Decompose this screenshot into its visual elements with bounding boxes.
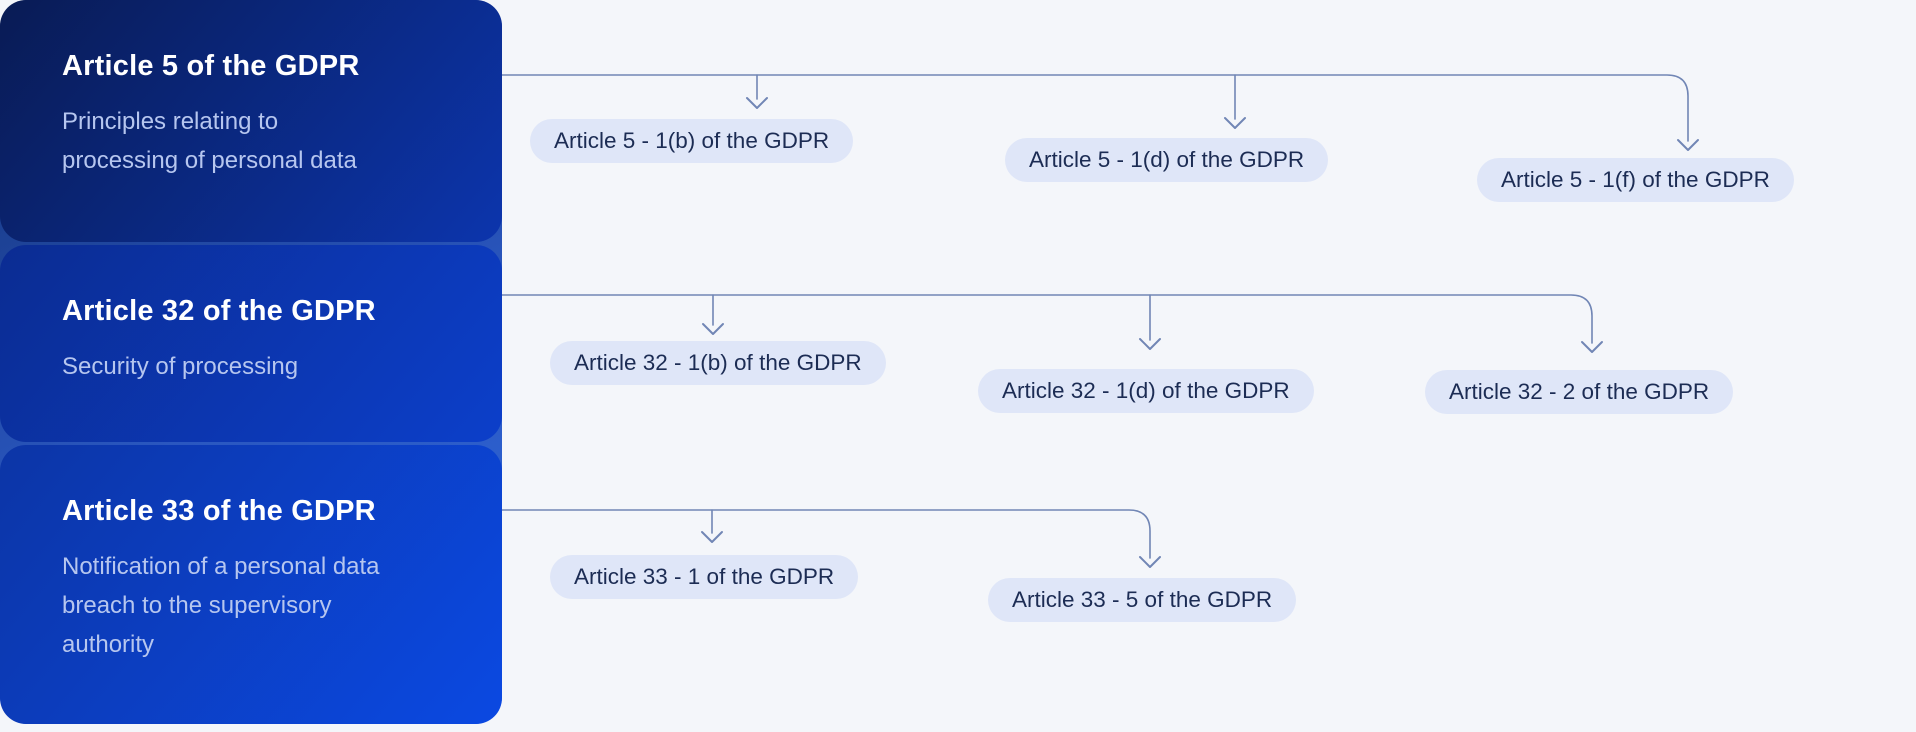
chip-article-33-5[interactable]: Article 33 - 5 of the GDPR — [988, 578, 1297, 622]
chip-article-33-1[interactable]: Article 33 - 1 of the GDPR — [550, 555, 859, 599]
arrowhead-row1-chip3-icon — [1677, 139, 1699, 151]
arrowhead-row2-chip1-icon — [702, 323, 724, 335]
card-title: Article 5 of the GDPR — [62, 50, 360, 82]
chip-article-32-1d[interactable]: Article 32 - 1(d) of the GDPR — [978, 369, 1314, 413]
card-subtitle: Security of processing — [62, 353, 299, 380]
card-subtitle: Notification of a personal data breach t… — [62, 553, 380, 658]
arrowhead-row1-chip2-icon — [1224, 117, 1246, 129]
chip-article-5-1d[interactable]: Article 5 - 1(d) of the GDPR — [1005, 138, 1329, 182]
connector-row1-main — [499, 74, 1689, 142]
chip-article-32-1b[interactable]: Article 32 - 1(b) of the GDPR — [550, 341, 886, 385]
card-article-5[interactable]: Article 5 of the GDPR Principles relatin… — [0, 0, 502, 242]
chip-article-32-2[interactable]: Article 32 - 2 of the GDPR — [1425, 370, 1734, 414]
card-title: Article 33 of the GDPR — [62, 495, 376, 527]
arrowhead-row1-chip1-icon — [746, 97, 768, 109]
arrowhead-row2-chip2-icon — [1139, 338, 1161, 350]
connector-row3-main — [499, 509, 1151, 559]
card-article-33[interactable]: Article 33 of the GDPR Notification of a… — [0, 445, 502, 724]
chip-article-5-1b[interactable]: Article 5 - 1(b) of the GDPR — [530, 119, 854, 163]
connector-row2-main — [499, 294, 1593, 344]
arrowhead-row2-chip3-icon — [1581, 341, 1603, 353]
arrowhead-row3-chip1-icon — [701, 531, 723, 543]
card-article-32[interactable]: Article 32 of the GDPR Security of proce… — [0, 245, 502, 442]
card-subtitle: Principles relating to processing of per… — [62, 108, 357, 174]
chip-article-5-1f[interactable]: Article 5 - 1(f) of the GDPR — [1477, 158, 1794, 202]
arrowhead-row3-chip2-icon — [1139, 556, 1161, 568]
card-title: Article 32 of the GDPR — [62, 295, 376, 327]
